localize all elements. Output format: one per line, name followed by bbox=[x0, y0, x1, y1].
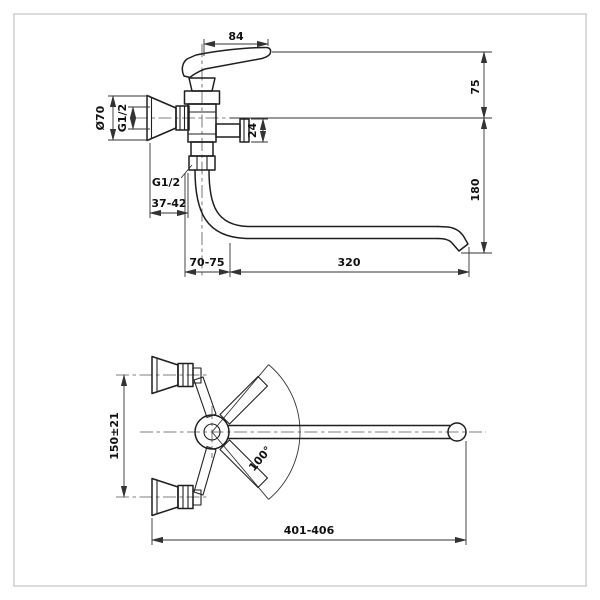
handle-lever bbox=[181, 46, 272, 79]
dim-swivel-angle-label: 100° bbox=[246, 444, 274, 474]
bottom-escutcheon bbox=[151, 477, 202, 517]
body-detail-lines bbox=[187, 111, 217, 135]
stub bbox=[192, 489, 202, 506]
wall-flange bbox=[146, 94, 190, 142]
dim-flange-diameter-label: Ø70 bbox=[94, 105, 107, 130]
leader-line bbox=[180, 164, 193, 179]
spout-thread-label: G1/2 bbox=[152, 176, 180, 189]
centerlines-plan bbox=[116, 374, 486, 498]
extension-lines bbox=[184, 173, 470, 277]
dim-diverter-size: 24 bbox=[246, 118, 268, 143]
spout-nut-facets bbox=[196, 155, 208, 171]
top-arm bbox=[193, 376, 217, 419]
dim-wall-to-axis-label: 70-75 bbox=[189, 256, 224, 269]
view-plan: 150±21 100° 401-406 bbox=[108, 355, 486, 545]
nut-facets bbox=[182, 484, 189, 510]
handle-lower-position bbox=[219, 439, 269, 489]
body-circle bbox=[194, 414, 230, 450]
dim-height-top-label: 75 bbox=[469, 79, 482, 94]
handle-upper-position bbox=[219, 375, 269, 425]
dim-height-top: 75 bbox=[230, 51, 492, 254]
dim-inlet-thread: G1/2 bbox=[116, 104, 150, 132]
dim-inlet-thread-label: G1/2 bbox=[116, 104, 129, 132]
dim-spout-drop-label: 180 bbox=[469, 178, 482, 201]
diverter-stem bbox=[215, 123, 241, 138]
dim-inlet-spacing: 150±21 bbox=[108, 374, 128, 498]
dim-spout-reach-label: 320 bbox=[338, 256, 361, 269]
body-arms bbox=[193, 376, 217, 496]
dim-diverter-size-label: 24 bbox=[246, 123, 259, 139]
dim-overall-length: 401-406 bbox=[151, 441, 467, 545]
spout-nut bbox=[188, 155, 216, 171]
dim-inlet-spacing-label: 150±21 bbox=[108, 412, 121, 460]
dim-spout-reach: 320 bbox=[229, 256, 470, 276]
drawing-border-frame bbox=[13, 13, 587, 587]
bottom-arm bbox=[193, 445, 217, 496]
top-escutcheon bbox=[151, 355, 202, 395]
sector-arc bbox=[268, 364, 301, 500]
spout-inner-edge bbox=[208, 169, 439, 228]
mixer-body-plan bbox=[194, 414, 230, 450]
handle-outline bbox=[181, 46, 272, 79]
handle-positions bbox=[219, 375, 269, 489]
spout-tip bbox=[437, 225, 469, 252]
label-spout-thread: G1/2 bbox=[152, 164, 193, 189]
flange-nut-facets bbox=[179, 105, 186, 131]
dim-flange-diameter: Ø70 bbox=[94, 95, 150, 141]
stub bbox=[192, 367, 202, 384]
centerlines-side bbox=[135, 44, 230, 278]
dim-eccentric-range-label: 37-42 bbox=[151, 197, 186, 210]
dim-handle-width: 84 bbox=[203, 30, 269, 56]
spout-plan bbox=[226, 422, 467, 442]
sector-radii bbox=[211, 364, 269, 500]
flange-nut bbox=[175, 105, 190, 131]
body-inner-circle bbox=[203, 423, 221, 441]
dim-handle-width-label: 84 bbox=[228, 30, 244, 43]
nut-facets bbox=[182, 362, 189, 388]
dim-overall-length-label: 401-406 bbox=[284, 524, 335, 537]
dim-eccentric-range: 37-42 bbox=[149, 143, 189, 218]
faucet-body bbox=[183, 90, 221, 171]
view-side-elevation: 84 75 180 Ø70 G1/2 24 G1/2 bbox=[94, 30, 492, 278]
dim-wall-to-axis: 70-75 bbox=[184, 173, 470, 277]
extension-lines bbox=[230, 51, 492, 254]
spout bbox=[194, 169, 469, 252]
spout-outer-edge bbox=[194, 169, 439, 240]
dim-spout-drop: 180 bbox=[469, 117, 488, 254]
spout-tube bbox=[226, 424, 451, 440]
dim-swivel-angle: 100° bbox=[246, 444, 274, 474]
swivel-sector bbox=[211, 364, 301, 500]
spout-end-cap bbox=[447, 422, 467, 442]
diverter-knob bbox=[215, 118, 250, 143]
